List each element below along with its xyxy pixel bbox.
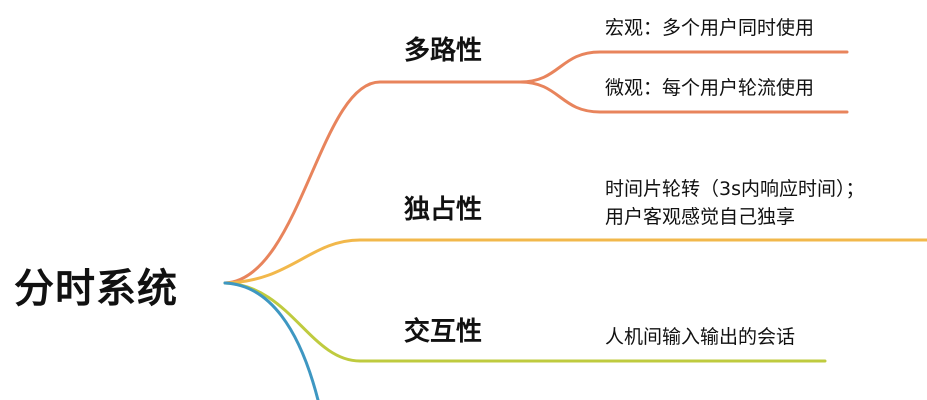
leaf-shijianpian-line1: 时间片轮转（3s内响应时间）；: [605, 178, 865, 200]
leaf-weiguan: 微观：每个用户轮流使用: [605, 77, 815, 99]
branch-duzhan: 独占性: [404, 195, 483, 225]
branch-duolu: 多路性: [404, 36, 483, 66]
branch-jiaohu: 交互性: [404, 317, 483, 347]
leaf-shijianpian: 时间片轮转（3s内响应时间）； 用户客观感觉自己独享: [605, 175, 865, 231]
connector-cutoff: [223, 281, 320, 400]
connector-duzhan: [223, 238, 927, 285]
leaf-renji: 人机间输入输出的会话: [605, 326, 796, 348]
leaf-hongguan: 宏观：多个用户同时使用: [605, 17, 815, 39]
leaf-shijianpian-line2: 用户客观感觉自己独享: [605, 206, 796, 228]
root-node: 分时系统: [14, 266, 178, 312]
connector-wei: [518, 80, 849, 114]
connector-duolu: [223, 80, 522, 285]
connector-hong: [518, 50, 849, 84]
